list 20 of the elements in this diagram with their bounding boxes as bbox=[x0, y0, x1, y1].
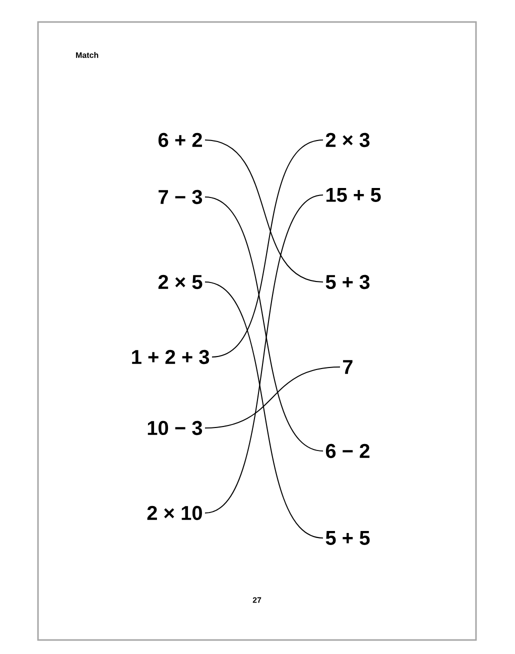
matching-line bbox=[204, 196, 324, 452]
expression: 7 bbox=[343, 360, 352, 374]
matching-line bbox=[212, 140, 324, 358]
matching-line bbox=[204, 194, 324, 514]
page-number: 27 bbox=[252, 597, 262, 603]
expression: 6 − 2 bbox=[326, 444, 370, 458]
matching-line bbox=[204, 140, 324, 282]
expression: 2 × 5 bbox=[158, 274, 202, 290]
expression: 2 × 10 bbox=[147, 506, 202, 520]
expression: 2 × 3 bbox=[326, 132, 370, 148]
expression: 5 + 5 bbox=[326, 531, 370, 545]
expression: 15 + 5 bbox=[326, 188, 381, 202]
expression: 7 − 3 bbox=[158, 190, 202, 204]
expression: 10 − 3 bbox=[148, 420, 202, 436]
matching-line bbox=[204, 282, 324, 538]
expression: 1 + 2 + 3 bbox=[132, 350, 210, 364]
matching-line bbox=[204, 366, 340, 428]
title: Match bbox=[76, 52, 98, 58]
expression: 5 + 3 bbox=[326, 274, 370, 290]
expression: 6 + 2 bbox=[158, 132, 202, 148]
